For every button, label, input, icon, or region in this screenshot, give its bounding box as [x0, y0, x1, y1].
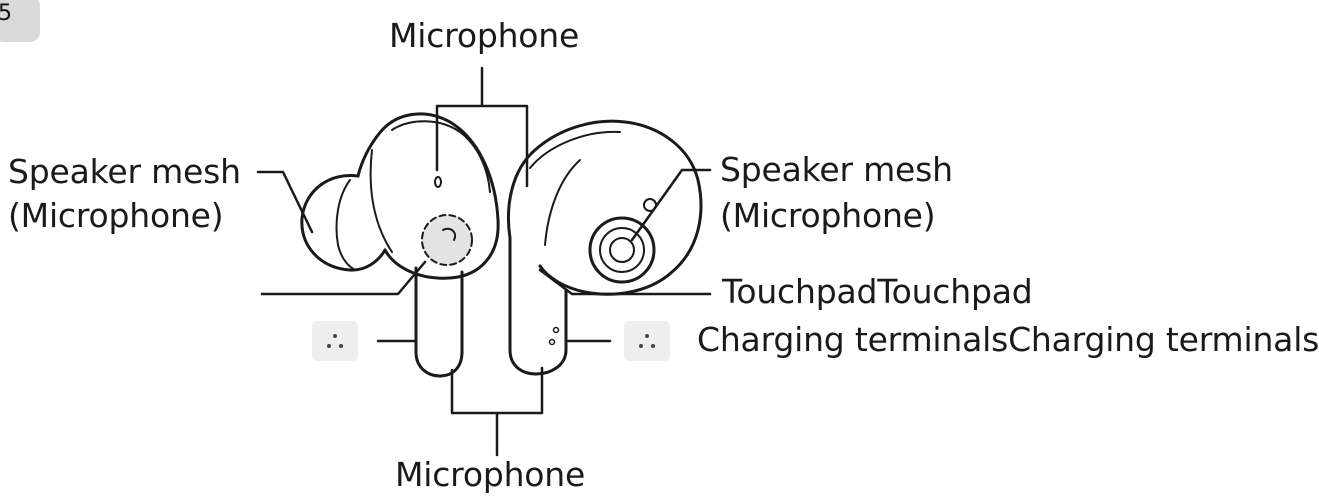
speaker-mesh-right-sublabel: (Microphone) — [720, 196, 936, 235]
charging-terminal-icon — [624, 321, 670, 361]
right-earbud — [506, 119, 703, 376]
microphone-top-label: Microphone — [389, 16, 580, 55]
step-badge-text: 5 — [0, 1, 12, 26]
speaker-mesh-right-label: Speaker mesh — [720, 150, 953, 189]
left-earbud — [300, 112, 500, 378]
leader-lines — [256, 66, 712, 457]
touchpad-label: TouchpadTouchpad — [722, 272, 1033, 311]
speaker-mesh-left-sublabel: (Microphone) — [8, 196, 224, 235]
microphone-bottom-label: Microphone — [395, 455, 586, 494]
charging-terminal-icon — [312, 321, 358, 361]
charging-terminals-label: Charging terminalsCharging terminals — [697, 320, 1319, 359]
step-badge: 5 — [0, 0, 40, 42]
speaker-mesh-left-label: Speaker mesh — [8, 152, 241, 191]
earbuds-illustration — [256, 66, 712, 457]
